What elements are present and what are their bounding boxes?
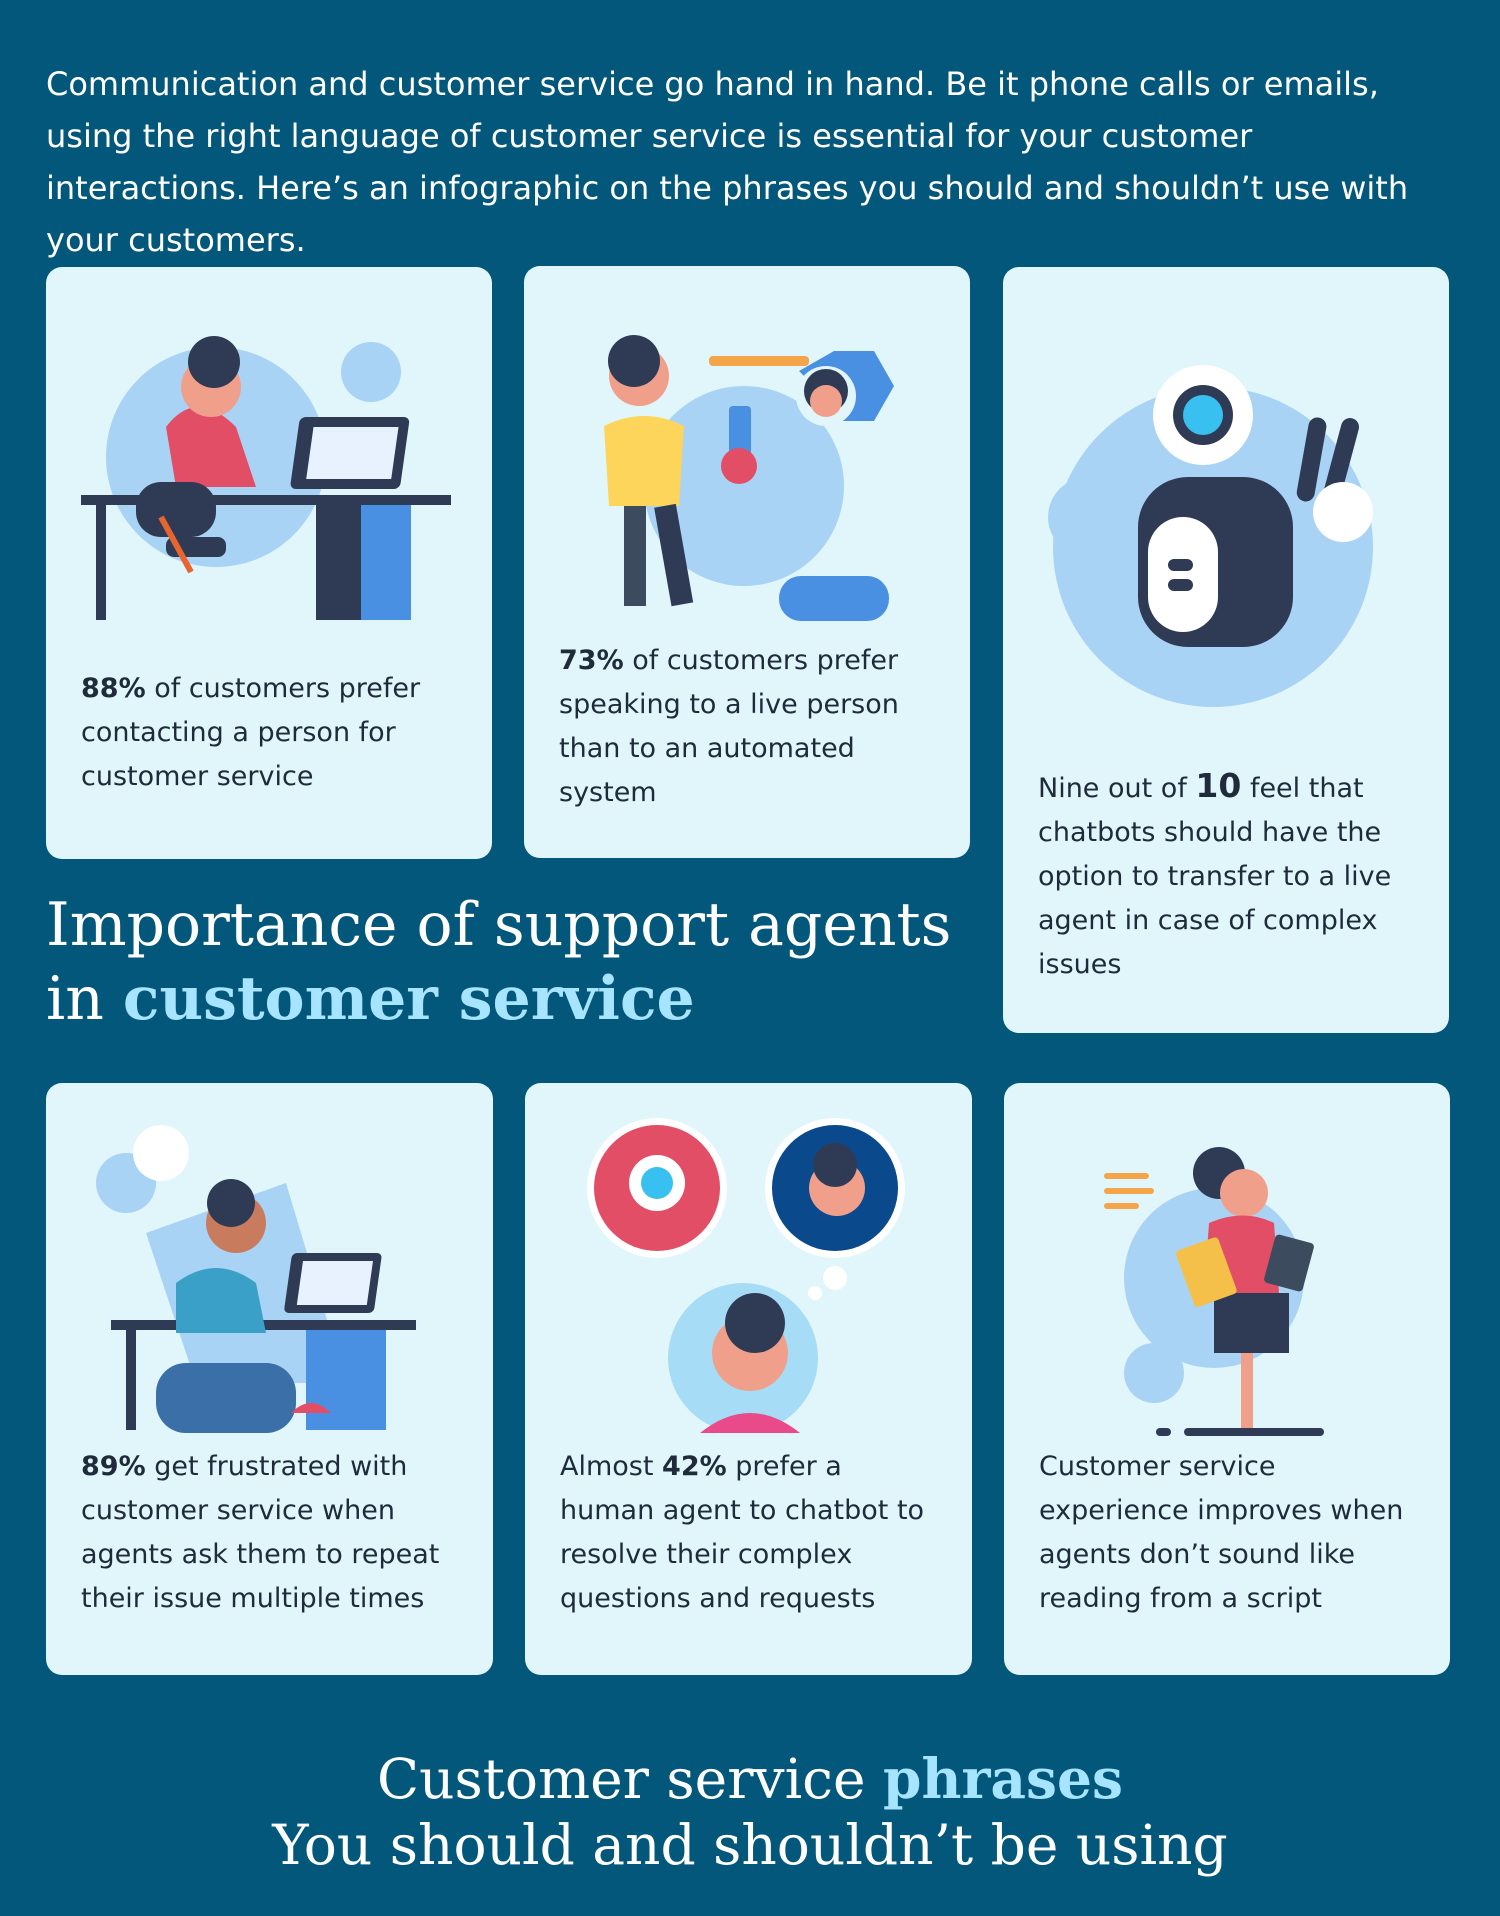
video-call-illustration bbox=[604, 335, 894, 621]
stat-text: 89% get frustrated with customer service… bbox=[81, 1451, 440, 1614]
stat-card-89: 89% get frustrated with customer service… bbox=[46, 1083, 493, 1675]
stat-text: Nine out of 10 feel that chatbots should… bbox=[1038, 766, 1392, 980]
intro-text: Communication and customer service go ha… bbox=[46, 65, 1409, 259]
stat-text: 73% of customers prefer speaking to a li… bbox=[559, 645, 899, 808]
phrases-title: Customer service phrases You should and … bbox=[272, 1746, 1228, 1877]
stat-text: Almost 42% prefer a human agent to chatb… bbox=[560, 1451, 925, 1614]
stat-card-42: Almost 42% prefer a human agent to chatb… bbox=[525, 1083, 972, 1675]
person-at-desk-illustration bbox=[81, 336, 451, 620]
stat-card-73: 73% of customers prefer speaking to a li… bbox=[524, 266, 970, 858]
frustrated-person-illustration bbox=[96, 1125, 416, 1433]
stat-text: Customer service experience improves whe… bbox=[1039, 1451, 1404, 1614]
stat-card-script: Customer service experience improves whe… bbox=[1004, 1083, 1450, 1675]
woman-with-folders-illustration bbox=[1104, 1147, 1324, 1436]
stat-text: 88% of customers prefer contacting a per… bbox=[81, 673, 421, 792]
stat-card-88: 88% of customers prefer contacting a per… bbox=[46, 267, 492, 859]
section-title: Importance of support agents in customer… bbox=[46, 890, 952, 1034]
bot-or-human-illustration bbox=[587, 1118, 905, 1433]
robot-illustration bbox=[1048, 365, 1373, 707]
stat-card-10: Nine out of 10 feel that chatbots should… bbox=[1003, 267, 1449, 1033]
